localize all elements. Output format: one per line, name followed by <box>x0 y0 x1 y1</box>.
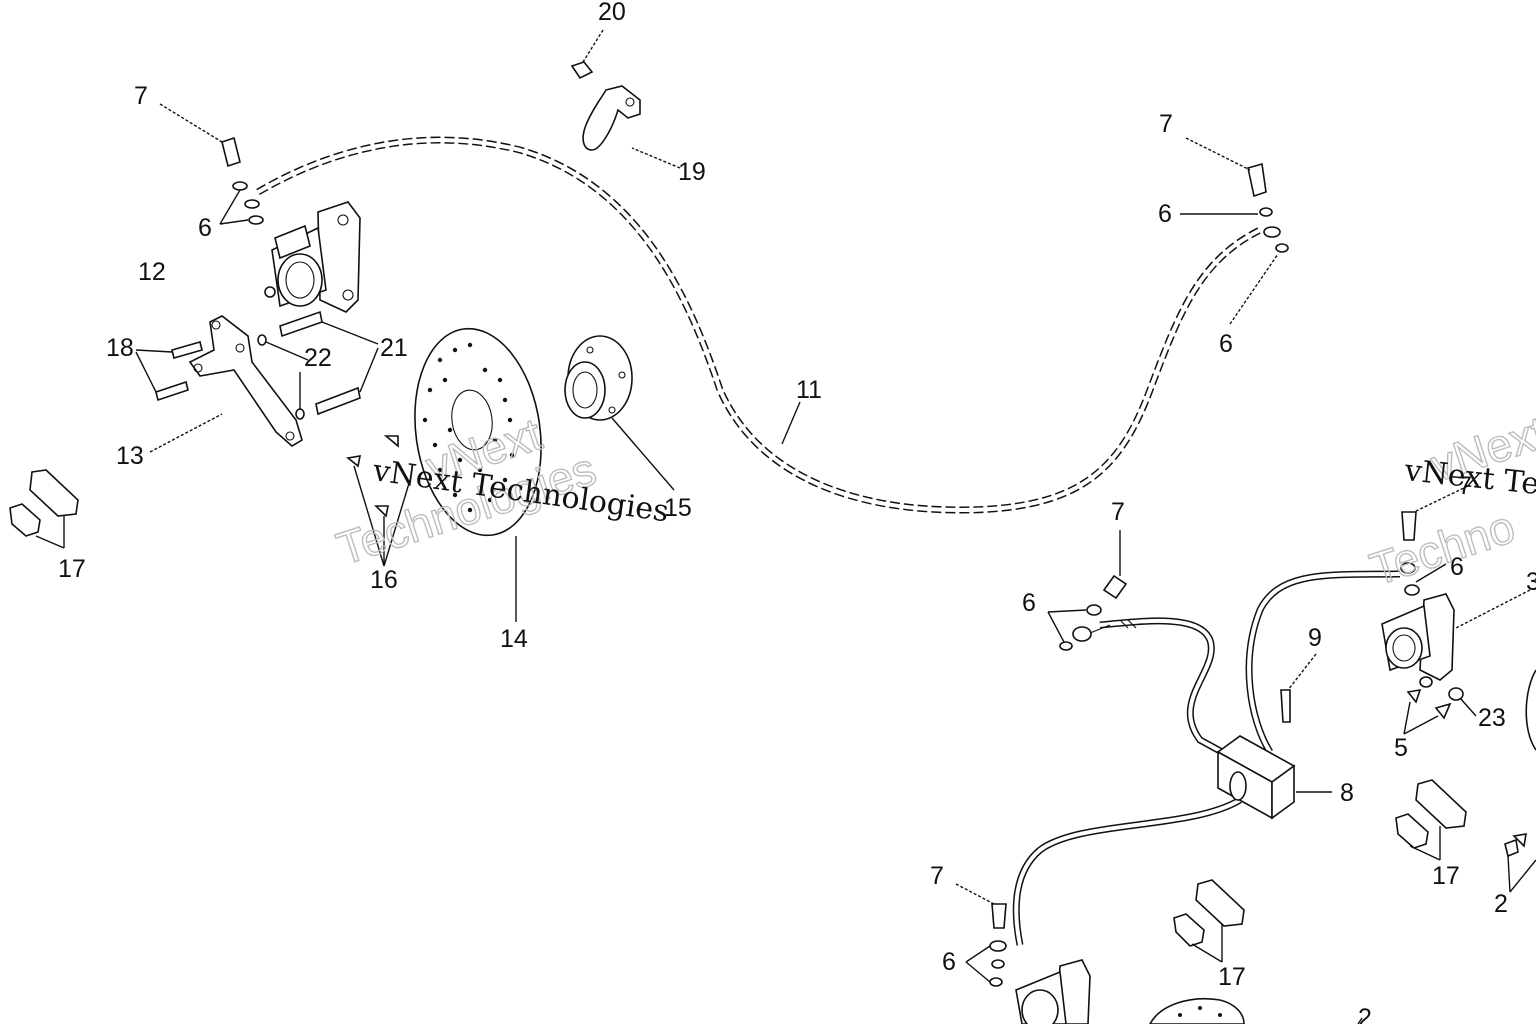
label-11: 11 <box>796 376 822 404</box>
brake-hose-11 <box>256 136 1262 514</box>
leader-lines <box>35 29 1536 1024</box>
label-8: 8 <box>1340 779 1354 807</box>
label-22: 22 <box>304 344 332 372</box>
label-19: 19 <box>678 158 706 186</box>
brake-rotor-right-edge <box>1525 669 1536 751</box>
distribution-block-8 <box>1216 735 1296 820</box>
label-5: 5 <box>1394 734 1408 762</box>
watermark-outline-right: vNext Techno <box>1363 405 1536 596</box>
brake-hose-lower <box>1012 570 1401 946</box>
label-15: 15 <box>664 494 692 522</box>
caliper-3 <box>1381 593 1455 681</box>
label-16: 16 <box>370 566 398 594</box>
label-14: 14 <box>500 625 528 653</box>
label-2a: 2 <box>1494 890 1508 918</box>
label-17a: 17 <box>58 555 86 583</box>
label-23: 23 <box>1478 704 1506 732</box>
label-18: 18 <box>106 334 134 362</box>
label-7a: 7 <box>134 82 148 110</box>
clamp-19 <box>582 85 641 151</box>
label-6d: 6 <box>1022 589 1036 617</box>
label-7d: 7 <box>930 862 944 890</box>
label-6b: 6 <box>1158 200 1172 228</box>
label-7e: 7 <box>1458 472 1472 500</box>
label-6c: 6 <box>1219 330 1233 358</box>
label-2b: 2 <box>1358 1004 1372 1024</box>
bolts <box>155 136 1527 929</box>
label-17b: 17 <box>1218 963 1246 991</box>
label-12: 12 <box>138 258 166 286</box>
label-6e: 6 <box>942 948 956 976</box>
watermark-outline-right-line2: Techno <box>1364 500 1521 595</box>
clip-20 <box>570 61 594 80</box>
hub-15 <box>564 335 633 421</box>
brake-pads-17-left <box>9 469 79 537</box>
brake-pads-17-right <box>1395 779 1467 849</box>
label-7c: 7 <box>1111 498 1125 526</box>
brake-rotor-14 <box>414 327 542 537</box>
label-6f: 6 <box>1450 553 1464 581</box>
label-9: 9 <box>1308 624 1322 652</box>
label-7b: 7 <box>1159 110 1173 138</box>
label-17c: 17 <box>1432 862 1460 890</box>
caliper-bottom <box>1015 959 1091 1024</box>
brake-rotor-bottom <box>1149 997 1245 1024</box>
label-21: 21 <box>380 334 408 362</box>
label-20: 20 <box>598 0 626 26</box>
caliper-12 <box>264 201 361 313</box>
label-13: 13 <box>116 442 144 470</box>
washers <box>232 181 1464 987</box>
brake-pads-17-bottom <box>1173 879 1245 947</box>
label-3: 3 <box>1526 568 1536 596</box>
bracket-13 <box>188 315 303 447</box>
label-6a: 6 <box>198 214 212 242</box>
part-labels: 20 7 19 6 12 18 22 21 13 17 16 14 15 11 … <box>58 0 1536 1024</box>
